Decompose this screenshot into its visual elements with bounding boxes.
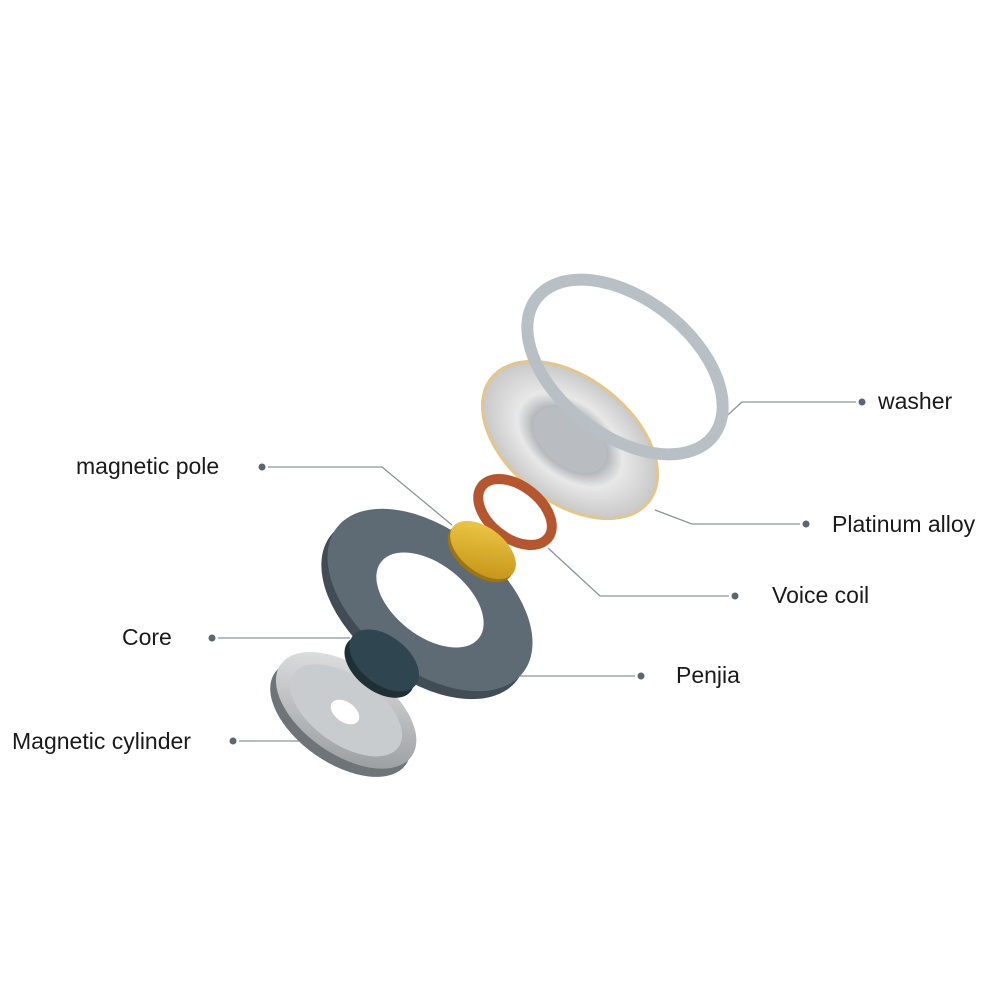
label-core: Core [122, 624, 172, 650]
leader-dots [208, 398, 866, 745]
label-platinum-alloy: Platinum alloy [832, 511, 976, 537]
voice-coil-part [473, 474, 557, 550]
washer-part [521, 273, 729, 461]
leader-voice-coil [547, 547, 729, 597]
leader-magnetic-pole [268, 466, 453, 526]
magnetic-pole-part [447, 520, 516, 583]
label-washer: washer [878, 388, 953, 414]
label-magnetic-pole: magnetic pole [76, 453, 220, 479]
leader-lines [218, 401, 856, 742]
leader-platinum-alloy [654, 509, 800, 525]
magnetic-cylinder-part [270, 652, 417, 777]
label-penjia: Penjia [676, 662, 740, 688]
leader-washer [719, 401, 856, 423]
core-part [344, 629, 420, 698]
label-voice-coil: Voice coil [772, 582, 870, 608]
label-magnetic-cylinder: Magnetic cylinder [12, 728, 191, 754]
